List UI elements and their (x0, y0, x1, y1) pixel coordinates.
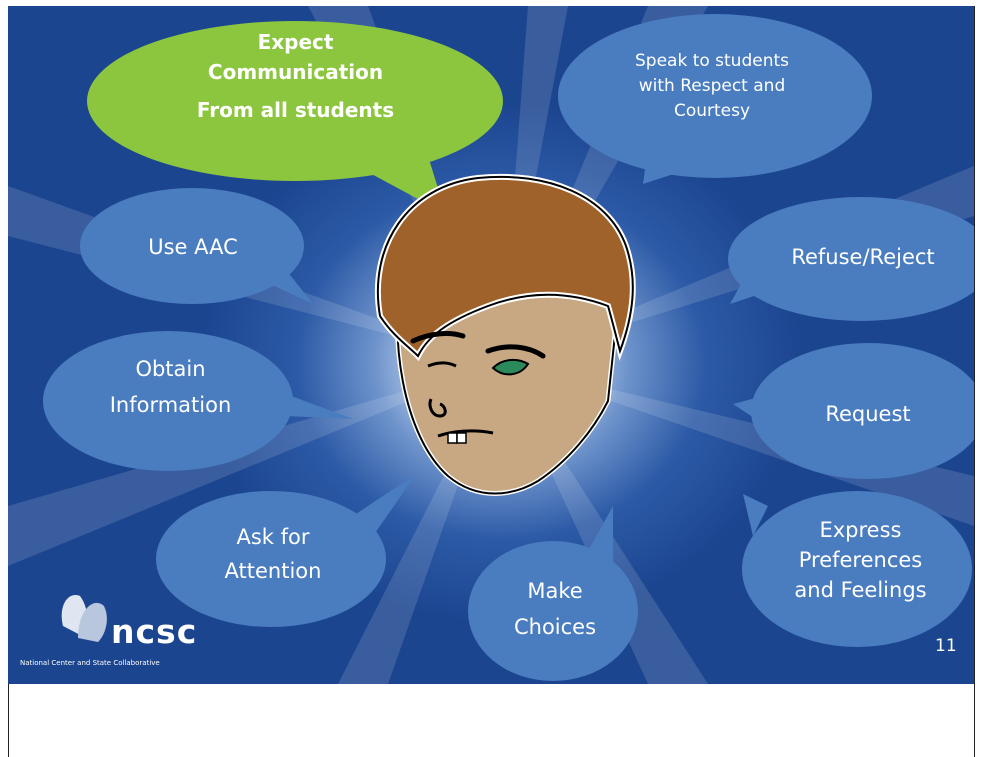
bubble-line: Make (527, 579, 583, 603)
bubble-line: Choices (513, 615, 597, 639)
bubble-text-obtain-information: Obtain Information (88, 354, 253, 420)
cartoon-face-illustration (374, 173, 636, 496)
slide-frame-right-line (974, 6, 975, 757)
bubble-line: From all students (196, 98, 395, 122)
bubble-text-make-choices: Make Choices (490, 576, 620, 642)
bubble-line: Ask for (236, 525, 310, 549)
ncsc-logo-icon (61, 595, 107, 642)
slide-graphics (8, 6, 974, 684)
bubble-text-expect-communication: Expect Communication From all students (178, 27, 413, 125)
bubble-line: Use AAC (148, 235, 238, 259)
bubble-line: Courtesy (673, 101, 751, 121)
speech-bubble-make-choices (468, 506, 638, 681)
bubble-line: Request (825, 402, 911, 426)
bubble-line: Speak to students (634, 51, 790, 71)
ncsc-logo-text: ncsc (111, 612, 198, 651)
bubble-line: Information (109, 393, 232, 417)
bubble-line: Attention (224, 559, 322, 583)
speech-bubble-ask-attention (156, 474, 416, 627)
bubble-text-use-aac: Use AAC (108, 232, 278, 262)
bubble-text-ask-attention: Ask for Attention (198, 522, 348, 586)
speech-bubble-request (733, 343, 974, 479)
bubble-text-respect-courtesy: Speak to students with Respect and Court… (602, 49, 822, 124)
bubble-line: and Feelings (794, 578, 927, 602)
bubble-line: Preferences (798, 548, 923, 572)
bubble-text-refuse-reject: Refuse/Reject (768, 242, 958, 272)
bubble-line: Express (819, 518, 902, 542)
speech-bubble-express-preferences (742, 491, 972, 647)
bubble-line: Obtain (135, 357, 206, 381)
bubble-line: Refuse/Reject (791, 245, 935, 269)
bubble-text-request: Request (788, 399, 948, 429)
bubble-line: Communication (207, 60, 384, 84)
speech-bubble-use-aac (80, 188, 313, 304)
bubble-line: with Respect and (638, 76, 786, 96)
speech-bubble-respect-courtesy (558, 14, 872, 184)
bubble-line: Expect (257, 30, 334, 54)
slide: Expect Communication From all students S… (8, 6, 974, 684)
ncsc-logo-subtitle: National Center and State Collaborative (20, 659, 160, 667)
speech-bubble-refuse-reject (728, 197, 974, 321)
speech-bubble-obtain-information (43, 331, 353, 471)
bubble-text-express-preferences: Express Preferences and Feelings (778, 515, 943, 605)
slide-number: 11 (935, 636, 957, 656)
